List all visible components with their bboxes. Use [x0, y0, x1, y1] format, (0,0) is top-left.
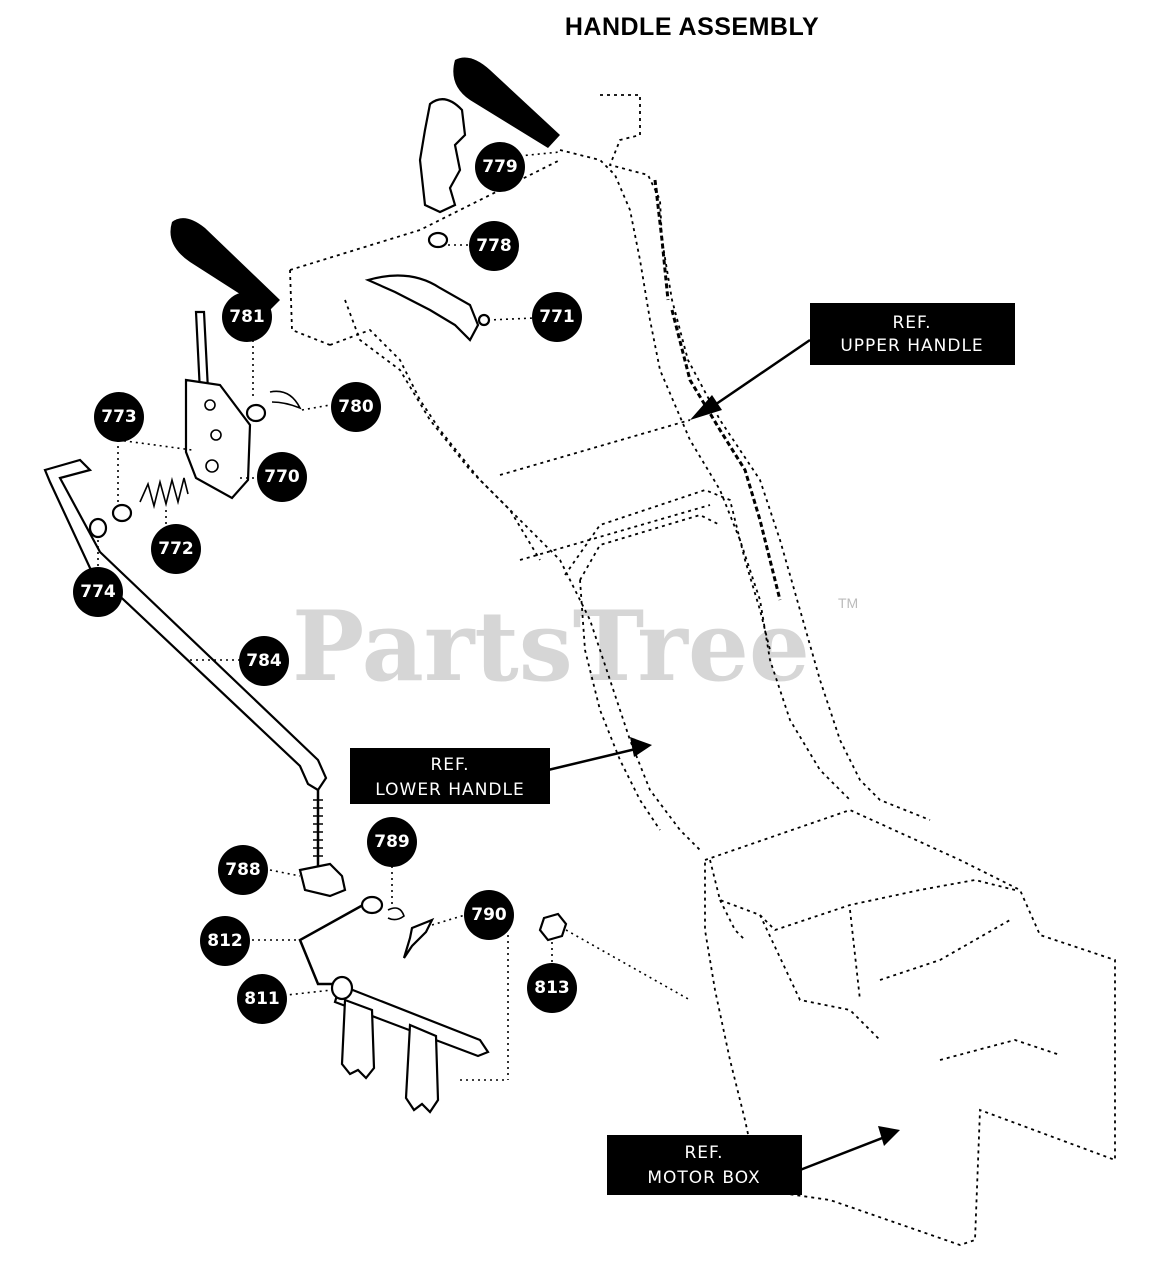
- ref-upper-handle-label: REF. UPPER HANDLE: [810, 303, 1015, 365]
- washer-part: [245, 403, 267, 423]
- callout-784-label: 784: [246, 651, 282, 671]
- clip-part: [387, 907, 405, 921]
- rod-nut-part: [88, 517, 108, 539]
- callout-781[interactable]: 781: [222, 292, 272, 342]
- motor-box-ref-arrow: [799, 1133, 891, 1172]
- callout-779-label: 779: [482, 157, 518, 177]
- callout-789[interactable]: 789: [367, 817, 417, 867]
- callout-788-label: 788: [225, 860, 261, 880]
- spring-part: [139, 476, 189, 510]
- callout-789-label: 789: [374, 832, 410, 852]
- motor-box-ref-arrowhead: [878, 1126, 900, 1146]
- callout-770[interactable]: 770: [257, 452, 307, 502]
- hex-nut-part: [538, 912, 568, 942]
- callout-784[interactable]: 784: [239, 636, 289, 686]
- callout-772[interactable]: 772: [151, 524, 201, 574]
- callout-773-label: 773: [101, 407, 137, 427]
- callout-812[interactable]: 812: [200, 916, 250, 966]
- callout-780-label: 780: [338, 397, 374, 417]
- callout-774[interactable]: 774: [73, 567, 123, 617]
- watermark: PartsTree: [292, 590, 810, 703]
- lower-handle-ref-arrow: [547, 746, 641, 772]
- long-rod-part: [43, 458, 328, 792]
- callout-772-label: 772: [158, 539, 194, 559]
- callout-774-label: 774: [80, 582, 116, 602]
- thread-marks: [313, 799, 323, 857]
- ref-motor-box-label: REF. MOTOR BOX: [607, 1135, 802, 1195]
- ref-lower-handle-line2: LOWER HANDLE: [375, 780, 524, 800]
- control-rod-part: [194, 310, 210, 394]
- callout-770-label: 770: [264, 467, 300, 487]
- callout-811-label: 811: [244, 989, 280, 1009]
- callout-813[interactable]: 813: [527, 963, 577, 1013]
- callout-773[interactable]: 773: [94, 392, 144, 442]
- nut-part: [427, 231, 449, 249]
- callout-790-label: 790: [471, 905, 507, 925]
- crank-end: [360, 895, 384, 915]
- callout-812-label: 812: [207, 931, 243, 951]
- spring-washer-part: [111, 503, 133, 523]
- shaft-bushing: [330, 975, 354, 1001]
- trunnion-part: [298, 862, 347, 898]
- hairpin-part: [269, 390, 302, 410]
- lever-hole-3: [205, 459, 219, 473]
- ref-motor-box-line2: MOTOR BOX: [647, 1168, 760, 1188]
- callout-813-label: 813: [534, 978, 570, 998]
- callout-781-label: 781: [229, 307, 265, 327]
- ref-upper-handle-line1: REF.: [892, 313, 931, 333]
- callout-779[interactable]: 779: [475, 142, 525, 192]
- cotter-pin-part: [402, 917, 435, 959]
- diagram-title: HANDLE ASSEMBLY: [565, 13, 819, 41]
- grip-cover-part: [418, 98, 467, 214]
- lever-hole: [204, 399, 216, 411]
- callout-778[interactable]: 778: [469, 221, 519, 271]
- ref-upper-handle-line2: UPPER HANDLE: [840, 336, 983, 356]
- ratchet-pin-part: [477, 313, 491, 327]
- shift-fork-left-part: [340, 998, 376, 1080]
- callout-811[interactable]: 811: [237, 974, 287, 1024]
- upper-handle-outline: [289, 94, 931, 851]
- watermark-trademark: TM: [838, 595, 858, 611]
- ref-motor-box-line1: REF.: [684, 1143, 723, 1163]
- motor-box-outline: [704, 809, 1116, 1246]
- upper-handle-ref-arrowhead: [690, 395, 722, 420]
- lower-handle-ref-arrowhead: [630, 737, 652, 757]
- shift-fork-right-part: [404, 1023, 440, 1114]
- left-grip-icon: [170, 218, 280, 312]
- crank-part: [298, 898, 373, 986]
- ratchet-bracket-part: [364, 274, 480, 342]
- shift-shaft-part: [333, 983, 490, 1058]
- ref-lower-handle-label: REF. LOWER HANDLE: [350, 748, 550, 804]
- ref-lower-handle-line1: REF.: [430, 755, 469, 775]
- upper-grip-icon: [453, 57, 560, 148]
- callout-790[interactable]: 790: [464, 890, 514, 940]
- callout-788[interactable]: 788: [218, 845, 268, 895]
- callout-778-label: 778: [476, 236, 512, 256]
- callout-780[interactable]: 780: [331, 382, 381, 432]
- leader-lines: [97, 151, 691, 1081]
- callout-771-label: 771: [539, 307, 575, 327]
- upper-handle-ref-arrow: [699, 338, 811, 417]
- lever-hole-2: [210, 429, 222, 441]
- callout-771[interactable]: 771: [532, 292, 582, 342]
